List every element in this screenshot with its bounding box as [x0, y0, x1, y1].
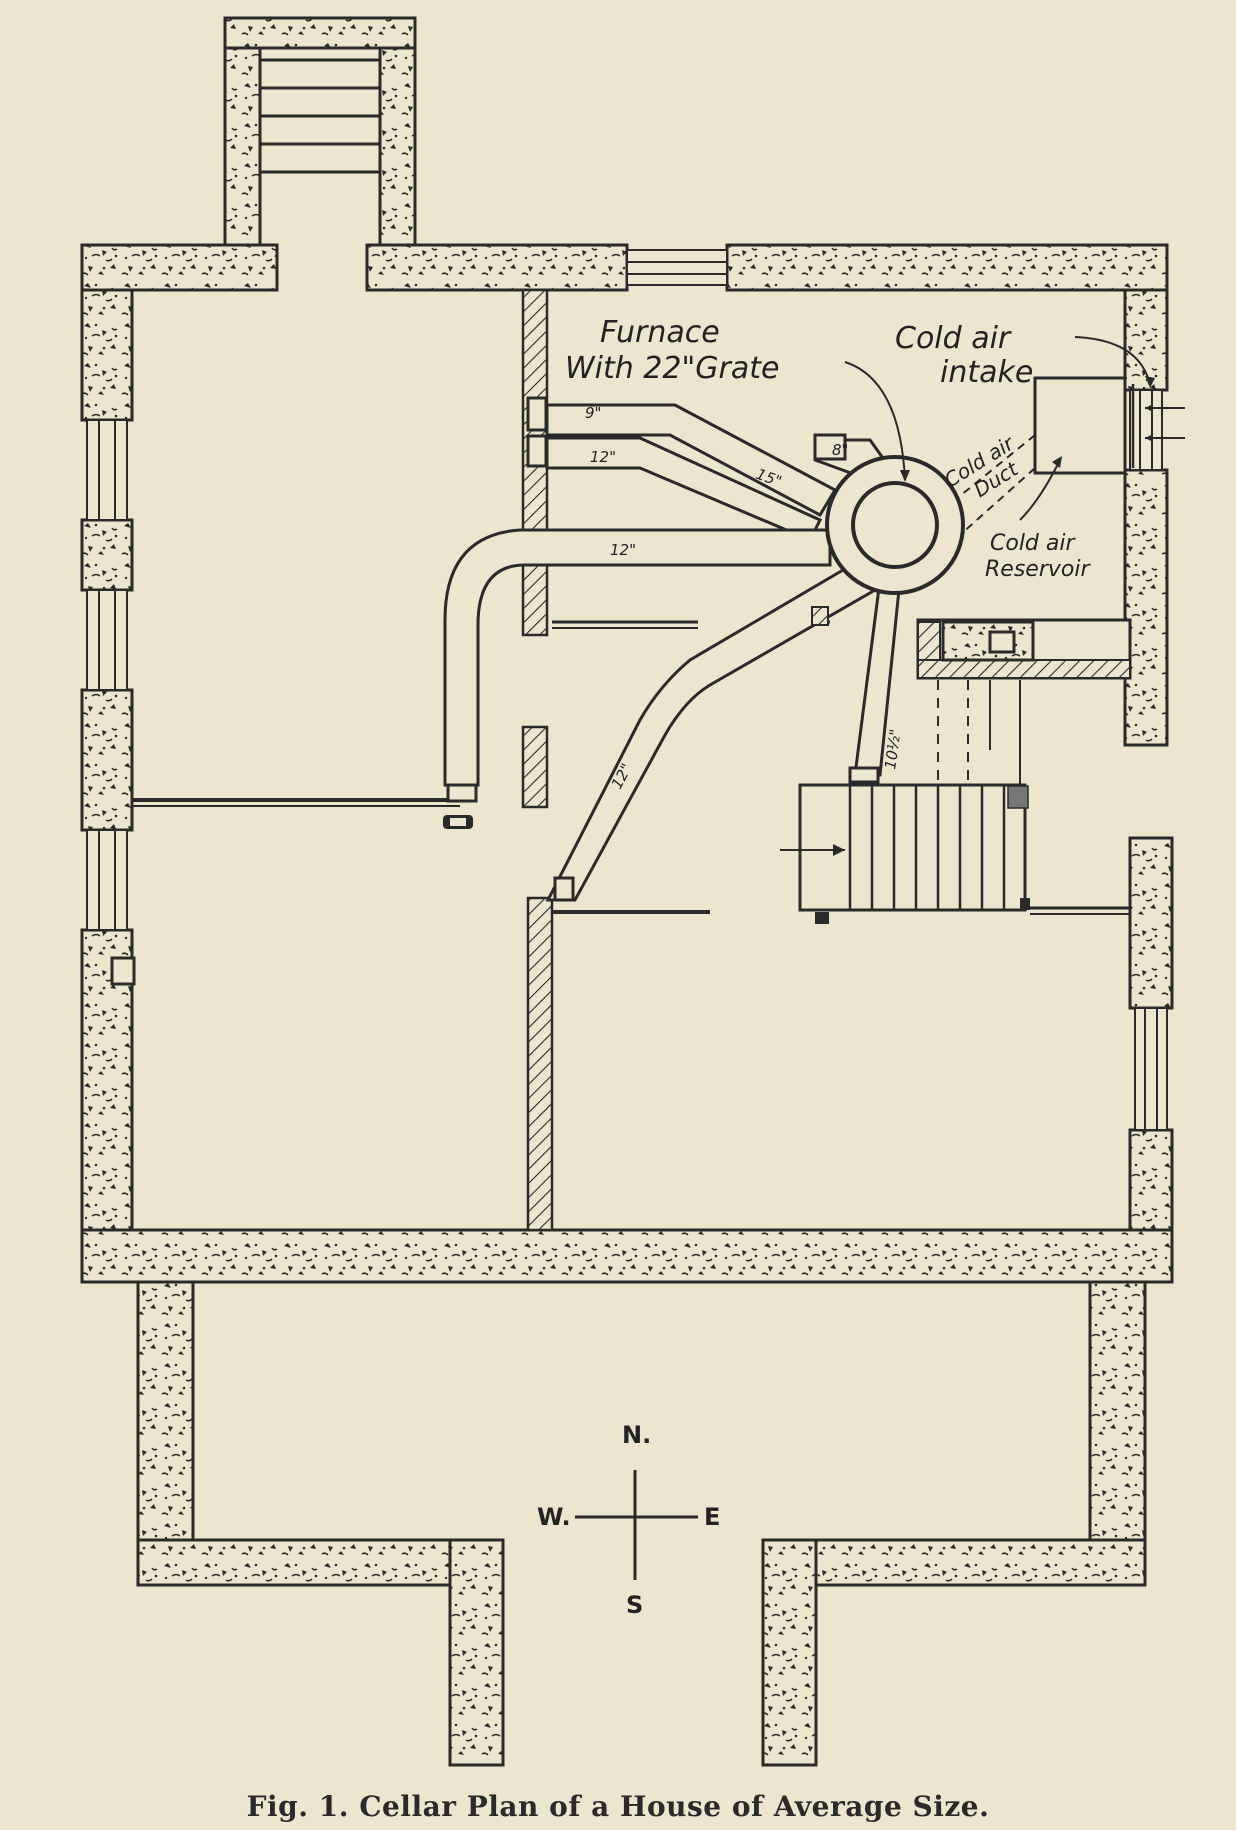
furnace-label-line1: Furnace: [600, 315, 720, 350]
cold-air-intake-label-line2: intake: [940, 355, 1033, 390]
bulkhead-entry: [223, 16, 417, 250]
cold-air-duct: [954, 434, 1036, 536]
stair-direction-arrow: [780, 844, 845, 856]
flue-opening-west: [110, 956, 136, 986]
cold-air-intake-window: [1129, 389, 1163, 471]
furnace: [825, 455, 965, 595]
cold-air-reservoir-label-line1: Cold air: [990, 531, 1076, 556]
compass-west: W.: [537, 1503, 571, 1531]
bulkhead-steps: [260, 58, 380, 174]
registers: [443, 396, 880, 902]
cold-air-reservoir-label-line2: Reservoir: [985, 557, 1091, 582]
chimney-flue: [988, 630, 1016, 654]
duct-12in-west-label: 12": [610, 541, 636, 559]
compass-east: E: [704, 1503, 720, 1531]
duct-8in-label: 8": [832, 441, 848, 459]
compass-north: N.: [622, 1421, 651, 1449]
foundation-walls: [80, 243, 1174, 1284]
furnace-label-line2: With 22"Grate: [565, 351, 779, 386]
figure-caption: Fig. 1. Cellar Plan of a House of Averag…: [246, 1790, 990, 1823]
duct-12in-upper-label: 12": [590, 448, 616, 466]
window-north: [626, 249, 728, 286]
duct-12in-west: [443, 528, 832, 787]
partition-south-wall: [526, 896, 554, 1232]
window-east: [1134, 1007, 1168, 1131]
duct-12in-southwest: [545, 557, 877, 902]
compass-south: S: [626, 1591, 643, 1619]
cold-air-reservoir: [1033, 376, 1185, 475]
compass-rose: N. W. E S: [537, 1421, 720, 1619]
cellar-stairs: [780, 783, 1030, 924]
duct-9in-label: 9": [585, 404, 601, 422]
porch-foundation: [136, 1280, 1147, 1767]
partition-short-wall: [521, 725, 549, 809]
cold-air-intake-label-line1: Cold air: [895, 321, 1012, 356]
leader-arrows: [844, 336, 1155, 521]
chimney: [916, 618, 1132, 680]
duct-10half-label: 10½": [881, 728, 904, 771]
window-west: [86, 419, 128, 931]
annotations: Furnace With 22"Grate Cold air intake Co…: [565, 315, 1091, 792]
stair-passage: [937, 680, 1021, 785]
